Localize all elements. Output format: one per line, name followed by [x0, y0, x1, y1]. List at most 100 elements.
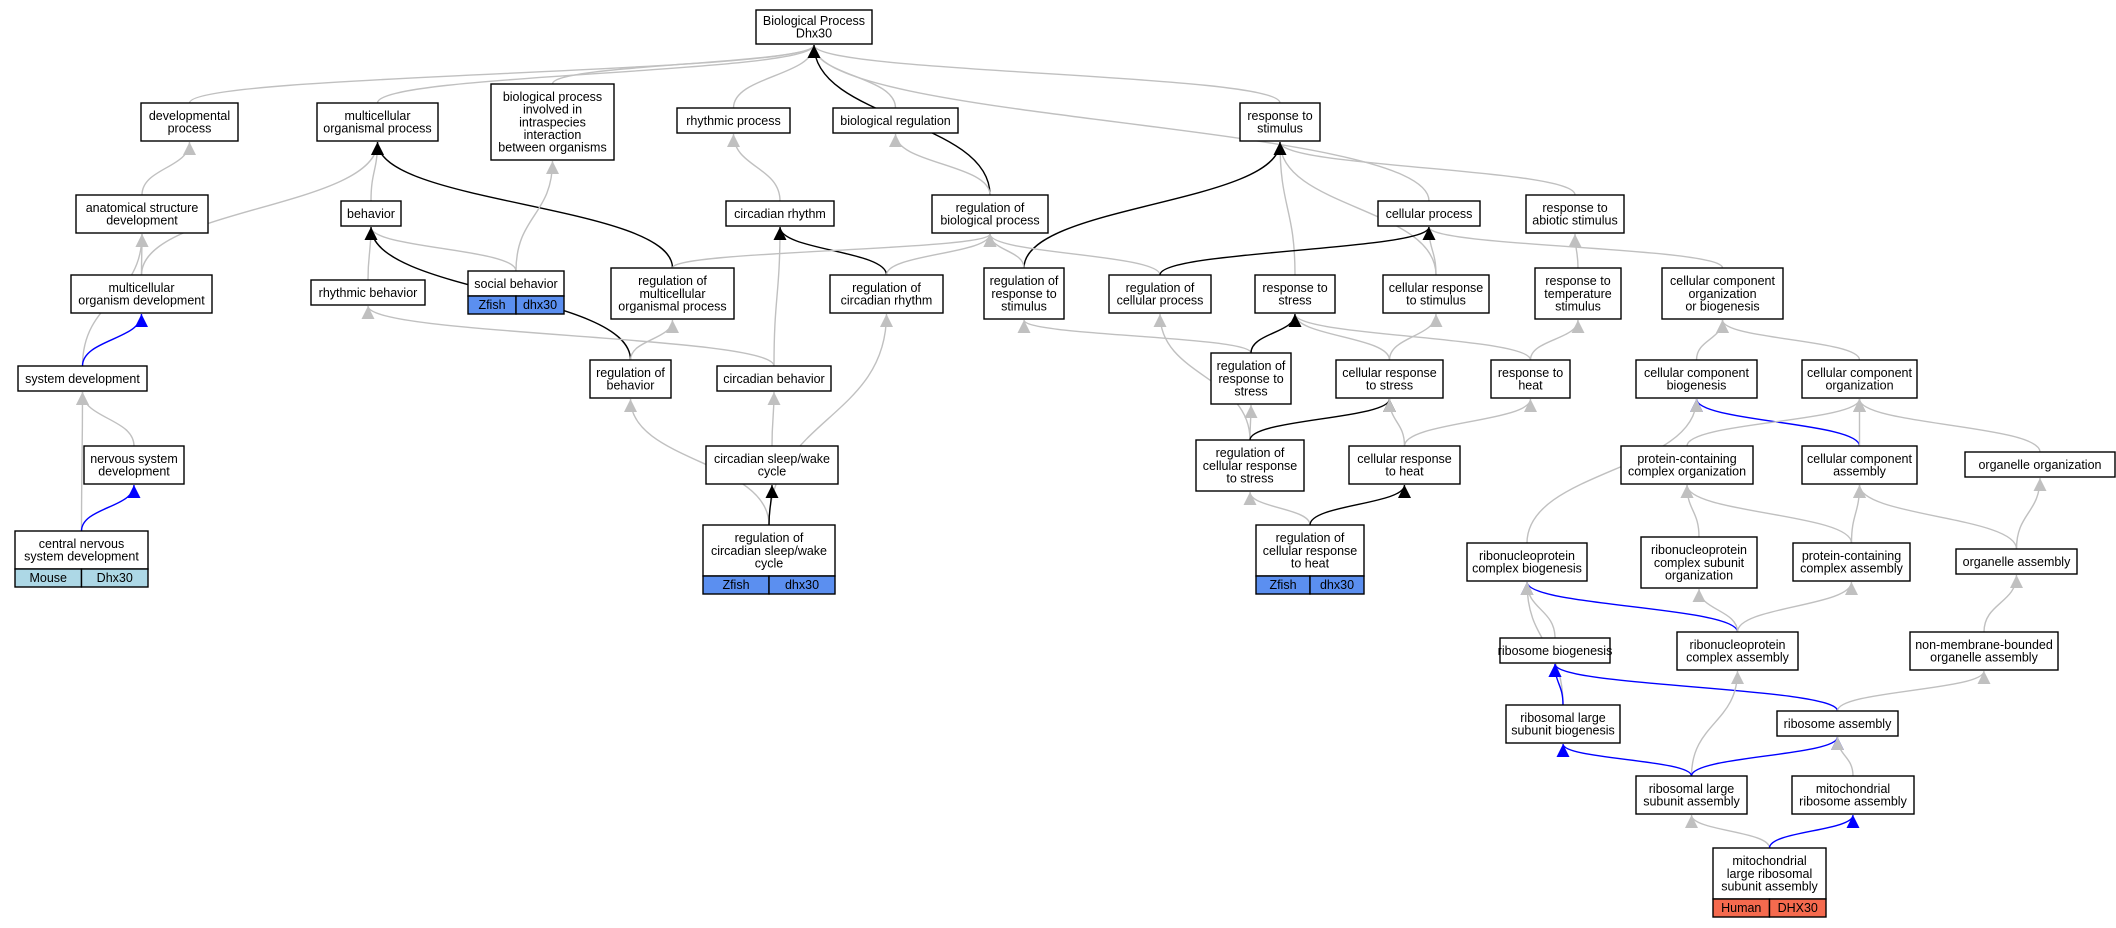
node-box [17, 365, 148, 392]
node-box [1801, 445, 1918, 485]
go-term-sys-dev[interactable]: system development [17, 365, 148, 392]
node-box [610, 267, 735, 320]
node-label: social behavior [474, 277, 557, 291]
edge-circ-sleep-to-circ-beh [767, 391, 781, 447]
node-box [310, 279, 426, 306]
go-term-circ-beh[interactable]: circadian behavior [716, 365, 832, 392]
go-term-rhythmic-proc[interactable]: rhythmic process [676, 107, 791, 134]
node-label: circadian rhythm [734, 207, 826, 221]
edge-reg-cell-resp-stress-to-reg-resp-stress [1244, 404, 1258, 441]
edge-rhythmic-proc-to-bp [732, 44, 821, 109]
edge-rnp-assembly-to-rnp-subunit-org [1692, 588, 1739, 633]
edge-cc-org-to-ccob [1716, 319, 1861, 361]
edge-pc-assembly-to-pc-org [1680, 484, 1853, 544]
edge-reg-cell-resp-stress-to-cell-resp-stress [1249, 398, 1396, 441]
go-term-organelle-org[interactable]: organelle organization [1964, 451, 2116, 478]
node-box [1348, 445, 1461, 485]
edge-pc-org-to-cc-org [1686, 398, 1866, 447]
node-label: biological regulation [840, 114, 951, 128]
edge-rl-assembly-to-ribo-assembly [1690, 736, 1844, 777]
edge-rl-assembly-to-rl-biogen [1556, 743, 1693, 777]
go-term-behavior[interactable]: behavior [340, 200, 402, 227]
node-box [140, 102, 239, 142]
node-box [676, 107, 791, 134]
edge-reg-cell-proc-to-cell-proc [1159, 226, 1436, 276]
edge-reg-cell-resp-heat-to-reg-cell-resp-stress [1243, 491, 1311, 526]
go-term-ribo-assembly[interactable]: ribosome assembly [1776, 710, 1899, 737]
edge-reg-beh-to-reg-mc-proc [629, 319, 679, 361]
node-box [1791, 775, 1915, 815]
edge-reg-cell-resp-stress-to-reg-cell-proc [1153, 313, 1251, 441]
species-label: Human [1721, 901, 1761, 915]
go-term-cell-proc[interactable]: cellular process [1377, 200, 1481, 227]
node-label: ribosome biogenesis [1498, 644, 1613, 658]
go-term-organelle-assembly[interactable]: organelle assembly [1955, 548, 2078, 575]
go-term-social-beh[interactable]: social behavior [467, 270, 565, 297]
go-term-bio-reg[interactable]: biological regulation [832, 107, 959, 134]
edge-reg-resp-stim-to-resp-stim [1023, 141, 1287, 269]
node-box [1377, 200, 1481, 227]
edge-cc-biogen-to-ccob [1695, 319, 1729, 361]
go-term-circ-rhythm[interactable]: circadian rhythm [725, 200, 835, 227]
edge-reg-circ-sleep-to-circ-sleep [765, 484, 779, 526]
node-label: rhythmic process [686, 114, 780, 128]
go-term-rhythmic-beh[interactable]: rhythmic behavior [310, 279, 426, 306]
gene-label: dhx30 [1320, 578, 1354, 592]
node-label: circadian behavior [723, 372, 824, 386]
node-box [490, 83, 615, 161]
go-term-ribo-biogen[interactable]: ribosome biogenesis [1498, 637, 1613, 664]
